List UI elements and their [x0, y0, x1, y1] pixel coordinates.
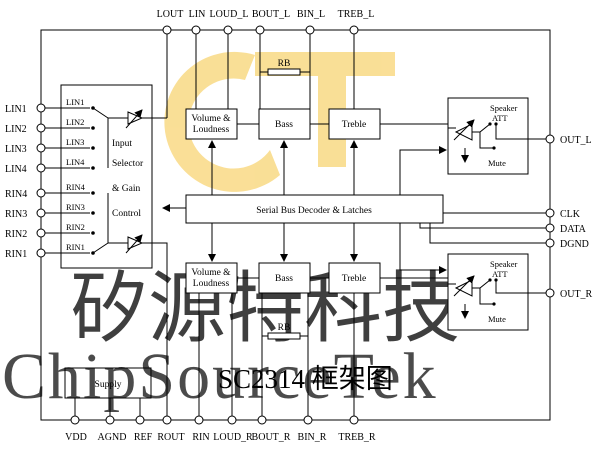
watermark-english: ChipSourceTek [2, 340, 438, 413]
selector-title-line: Input [112, 139, 132, 149]
pin-label: DGND [560, 239, 589, 250]
mute-label: Mute [488, 314, 506, 324]
pin-label: DATA [560, 224, 587, 235]
pin-label: LIN3 [5, 144, 27, 155]
selector-input-label: LIN3 [66, 137, 84, 147]
rb-resistor-left [267, 68, 301, 76]
serial-bus-decoder [185, 194, 444, 224]
speaker-label-line2: ATT [492, 269, 508, 279]
pin-label: LOUT [157, 9, 184, 20]
supply-label: Supply [95, 380, 122, 390]
selector-input-label: RIN2 [66, 222, 85, 232]
left-channel-chain: Volume & Loudness Bass Treble RB [185, 34, 448, 140]
pin-label: REF [134, 432, 153, 443]
pin-label: BOUT_R [252, 432, 291, 443]
rb-label: RB [278, 59, 291, 69]
speaker-label-line2: ATT [492, 113, 508, 123]
lout-wire [152, 34, 168, 119]
supply-wires [74, 398, 141, 416]
input-selector-block: LIN1 LIN2 LIN3 LIN4 RIN4 RIN3 RIN2 RIN1 … [45, 84, 153, 269]
pin-label: LIN4 [5, 164, 27, 175]
treble-right [328, 262, 381, 294]
rb-resistor-right [267, 332, 301, 340]
pin-label: OUT_R [560, 289, 593, 300]
diagram-caption: SC2314 框架图 [218, 364, 393, 394]
selector-input-label: LIN2 [66, 117, 84, 127]
rout-wire [152, 242, 168, 416]
pin-label: VDD [65, 432, 87, 443]
selector-input-label: LIN1 [66, 97, 84, 107]
pin-label: LIN2 [5, 124, 27, 135]
volume-loudness-left [185, 108, 238, 140]
pin-label: ROUT [157, 432, 184, 443]
volume-label-line2: Loudness [193, 279, 230, 289]
right-pins: OUT_L CLK DATA DGND OUT_R [545, 134, 593, 300]
volume-label-line1: Volume & [191, 114, 231, 124]
pin-label: RIN [192, 432, 209, 443]
treble-left [328, 108, 381, 140]
speaker-label-line1: Speaker [490, 103, 518, 113]
pin-label: CLK [560, 209, 581, 220]
pin-label: RIN4 [5, 189, 27, 200]
pin-label: RIN2 [5, 229, 27, 240]
right-channel-chain: Volume & Loudness Bass Treble RB [185, 262, 448, 416]
bass-label: Bass [275, 274, 293, 284]
treble-label: Treble [342, 120, 366, 130]
pin-label: OUT_L [560, 135, 592, 146]
rb-label: RB [278, 323, 291, 333]
selector-title-line: Control [112, 209, 141, 219]
pin-label: TREB_R [338, 432, 376, 443]
pin-label: LOUD_R [213, 432, 253, 443]
control-arrow [399, 223, 447, 274]
left-pins: LIN1 LIN2 LIN3 LIN4 RIN4 RIN3 RIN2 RIN1 [5, 103, 46, 260]
pin-label: LIN [189, 9, 206, 20]
selector-title-line: & Gain [112, 184, 140, 194]
pin-label: RIN3 [5, 209, 27, 220]
supply-block [64, 367, 152, 399]
selector-input-label: RIN3 [66, 202, 85, 212]
control-arrow [399, 146, 447, 195]
volume-label-line1: Volume & [191, 268, 231, 278]
pin-label: LOUD_L [210, 9, 249, 20]
selector-title-line: Selector [112, 159, 144, 169]
pin-label: RIN1 [5, 249, 27, 260]
mute-label: Mute [488, 158, 506, 168]
pin-label: BIN_R [298, 432, 327, 443]
speaker-label-line1: Speaker [490, 259, 518, 269]
selector-input-label: LIN4 [66, 157, 85, 167]
pin-label: TREB_L [338, 9, 375, 20]
treble-label: Treble [342, 274, 366, 284]
selector-input-label: RIN1 [66, 242, 85, 252]
bass-right [258, 262, 311, 294]
bottom-pins: VDD AGND REF ROUT RIN LOUD_R BOUT_R BIN_… [65, 415, 376, 443]
pin-label: LIN1 [5, 104, 27, 115]
selector-input-label: RIN4 [66, 182, 86, 192]
pin-label: BIN_L [297, 9, 325, 20]
speaker-att-left: Speaker ATT Mute [447, 97, 546, 175]
bass-left [258, 108, 311, 140]
bass-label: Bass [275, 120, 293, 130]
decoder-label: Serial Bus Decoder & Latches [256, 206, 372, 216]
pin-label: AGND [98, 432, 127, 443]
speaker-att-right: Speaker ATT Mute [447, 253, 546, 331]
bus-wires [419, 212, 546, 244]
volume-label-line2: Loudness [193, 125, 230, 135]
volume-loudness-right [185, 262, 238, 294]
pin-label: BOUT_L [252, 9, 290, 20]
